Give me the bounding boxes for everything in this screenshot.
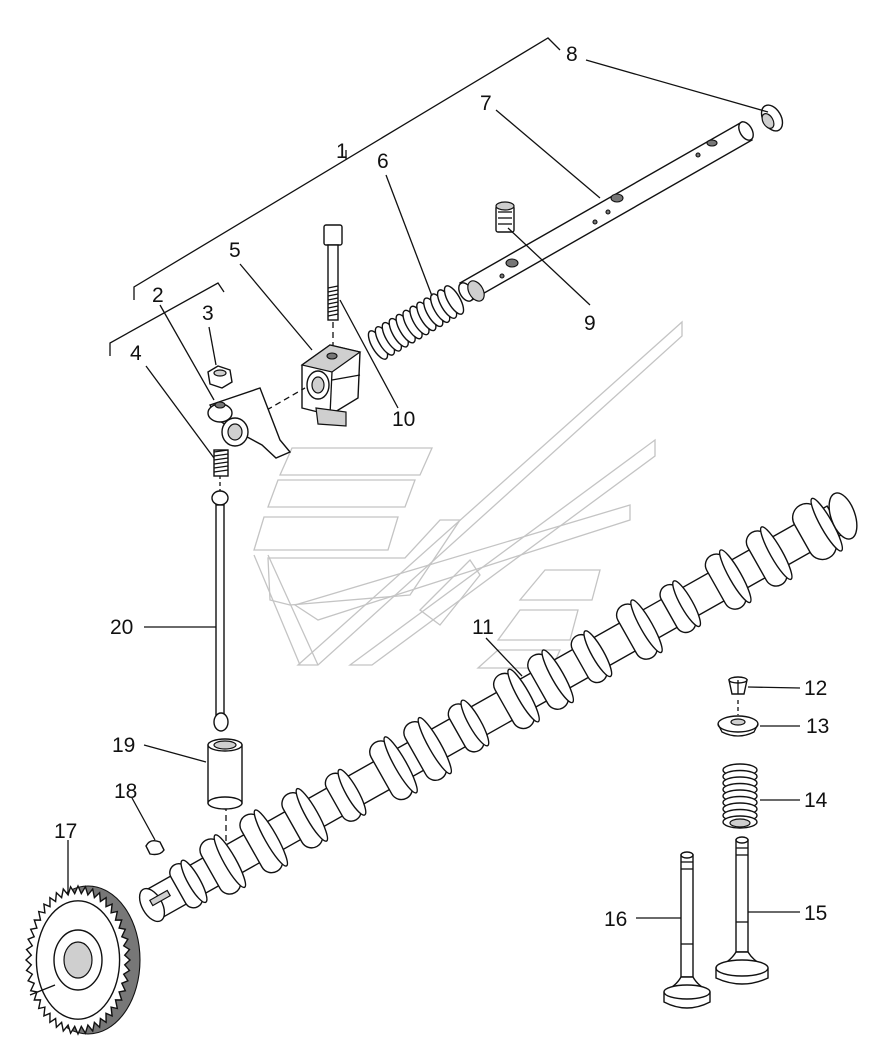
- rocker-support: [300, 344, 362, 427]
- rocker-shaft: [458, 121, 754, 302]
- callout-18: 18: [114, 780, 137, 803]
- callout-13: 13: [806, 715, 829, 738]
- intake-valve: [663, 851, 711, 1009]
- part-labels: 1 2 3 4 5 6 7 8 9 10 11 12 13 14 15 16 1…: [54, 43, 829, 931]
- callout-6: 6: [377, 150, 389, 173]
- lock-nut: [207, 365, 233, 389]
- callout-9: 9: [584, 312, 596, 335]
- callout-16: 16: [604, 908, 627, 931]
- adjusting-screw: [213, 449, 229, 477]
- callout-5: 5: [229, 239, 241, 262]
- camshaft-gear: [24, 884, 141, 1036]
- callout-7: 7: [480, 92, 492, 115]
- locating-screw: [495, 201, 515, 233]
- watermark-logo: [253, 320, 683, 669]
- spring-retainer: [717, 715, 759, 737]
- exhaust-valve: [715, 836, 769, 985]
- callout-20: 20: [110, 616, 133, 639]
- callout-8: 8: [566, 43, 578, 66]
- leader-lines: [67, 59, 801, 919]
- center-lines: [219, 322, 739, 855]
- callout-10: 10: [392, 408, 415, 431]
- callout-12: 12: [804, 677, 827, 700]
- callout-2: 2: [152, 284, 164, 307]
- shaft-plug: [760, 104, 784, 132]
- support-bolt: [323, 224, 343, 321]
- callout-19: 19: [112, 734, 135, 757]
- callout-4: 4: [130, 342, 142, 365]
- rocker-arm: [207, 387, 292, 459]
- callout-15: 15: [804, 902, 827, 925]
- callout-3: 3: [202, 302, 214, 325]
- woodruff-key: [145, 839, 165, 856]
- callout-1: 1: [336, 140, 348, 163]
- tappet: [207, 738, 243, 810]
- shaft-spring: [367, 280, 485, 360]
- callout-14: 14: [804, 789, 828, 812]
- callout-11: 11: [472, 616, 494, 639]
- callout-17: 17: [54, 820, 77, 843]
- valve-keeper: [728, 676, 748, 695]
- camshaft: [138, 492, 858, 923]
- valve-spring: [722, 763, 758, 829]
- push-rod: [211, 490, 229, 732]
